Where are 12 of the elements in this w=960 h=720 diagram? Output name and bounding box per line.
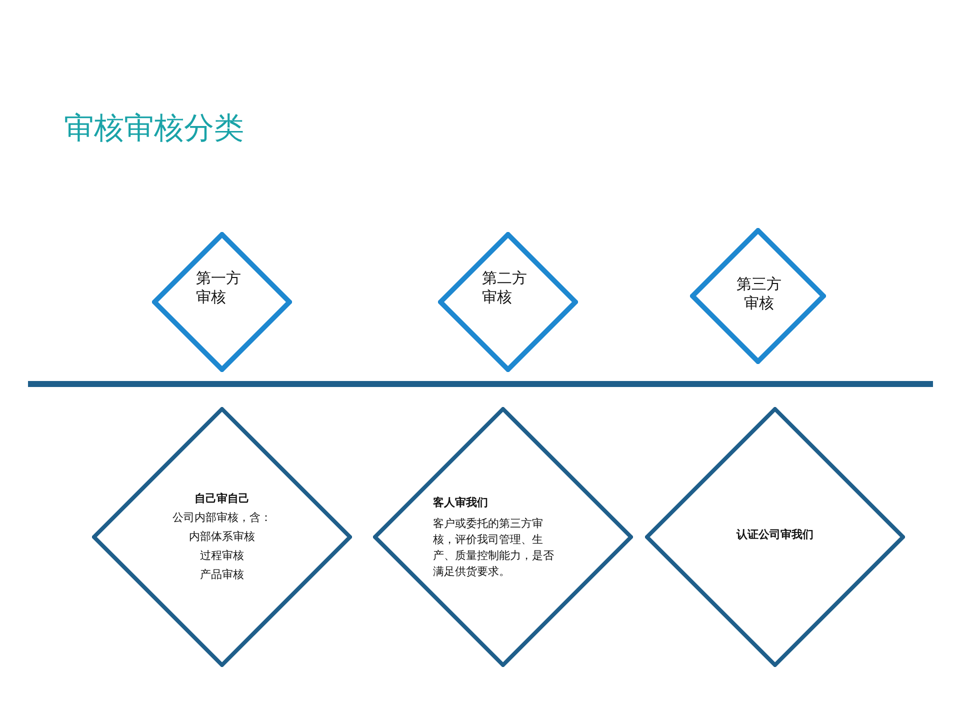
body-text: 产品审核 [199,567,245,583]
diamond-label: 第二方审核 [482,269,528,307]
diamond-label: 第三方审核 [736,275,782,313]
body-text: 过程审核 [199,548,245,564]
heading-text: 客人审我们 [433,495,489,511]
diamond-label: 第一方审核 [196,269,242,307]
body-text: 公司内部审核，含： [172,510,272,526]
body-text: 客户或委托的第三方审核，评价我司管理、生产、质量控制能力，是否满足供货要求。 [433,516,555,580]
heading-text: 认证公司审我们 [735,527,814,543]
heading-text: 自己审自己 [194,491,250,507]
page-title: 审核审核分类 [64,110,244,148]
body-text: 内部体系审核 [188,529,256,545]
